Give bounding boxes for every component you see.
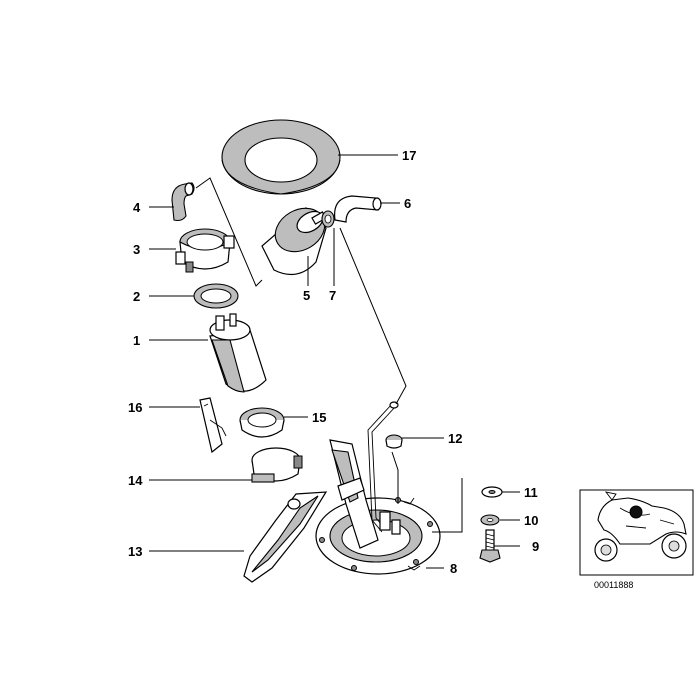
part-6-curved-hose[interactable]	[334, 195, 382, 223]
part-17-gasket-ring[interactable]	[221, 119, 341, 195]
part-10-spring-washer[interactable]	[480, 514, 500, 526]
callout-12[interactable]: 12	[448, 431, 462, 446]
callout-16[interactable]: 16	[128, 400, 142, 415]
callout-10[interactable]: 10	[524, 513, 538, 528]
callout-1[interactable]: 1	[133, 333, 140, 348]
part-14-strap-clamp[interactable]	[251, 447, 303, 483]
callout-13[interactable]: 13	[128, 544, 142, 559]
part-13-strainer[interactable]	[243, 491, 328, 583]
reference-code: 00011888	[594, 580, 633, 590]
part-16-retaining-clip[interactable]	[199, 397, 227, 454]
callout-8[interactable]: 8	[450, 561, 457, 576]
callout-5[interactable]: 5	[303, 288, 310, 303]
callout-labels: 1 2 3 4 5 6 7 8 9 10 11 12 13 14 15 16 1…	[128, 148, 539, 576]
callout-17[interactable]: 17	[402, 148, 416, 163]
reference-thumbnail: 00011888	[579, 489, 694, 590]
callout-4[interactable]: 4	[133, 200, 141, 215]
callout-6[interactable]: 6	[404, 196, 411, 211]
callout-2[interactable]: 2	[133, 289, 140, 304]
callout-3[interactable]: 3	[133, 242, 140, 257]
part-1-fuel-pump[interactable]	[209, 313, 267, 393]
part-7-small-o-ring[interactable]	[321, 210, 335, 228]
part-5-fuel-filter[interactable]	[261, 200, 333, 276]
part-8-mounting-flange[interactable]	[315, 401, 441, 575]
part-2-o-ring[interactable]	[193, 283, 239, 309]
part-3-clamp-ring[interactable]	[175, 228, 235, 273]
motorcycle-icon	[594, 491, 687, 562]
callout-11[interactable]: 11	[524, 485, 538, 500]
part-15-seal-ring[interactable]	[239, 407, 285, 438]
part-4-elbow-hose[interactable]	[171, 182, 195, 222]
callout-9[interactable]: 9	[532, 539, 539, 554]
callout-leaders	[149, 154, 520, 569]
callout-7[interactable]: 7	[329, 288, 336, 303]
part-9-bolt[interactable]	[479, 529, 501, 563]
callout-14[interactable]: 14	[128, 473, 143, 488]
part-12-cap[interactable]	[385, 434, 403, 449]
callout-15[interactable]: 15	[312, 410, 326, 425]
part-11-washer[interactable]	[481, 486, 503, 498]
assembly-lines	[195, 177, 463, 533]
